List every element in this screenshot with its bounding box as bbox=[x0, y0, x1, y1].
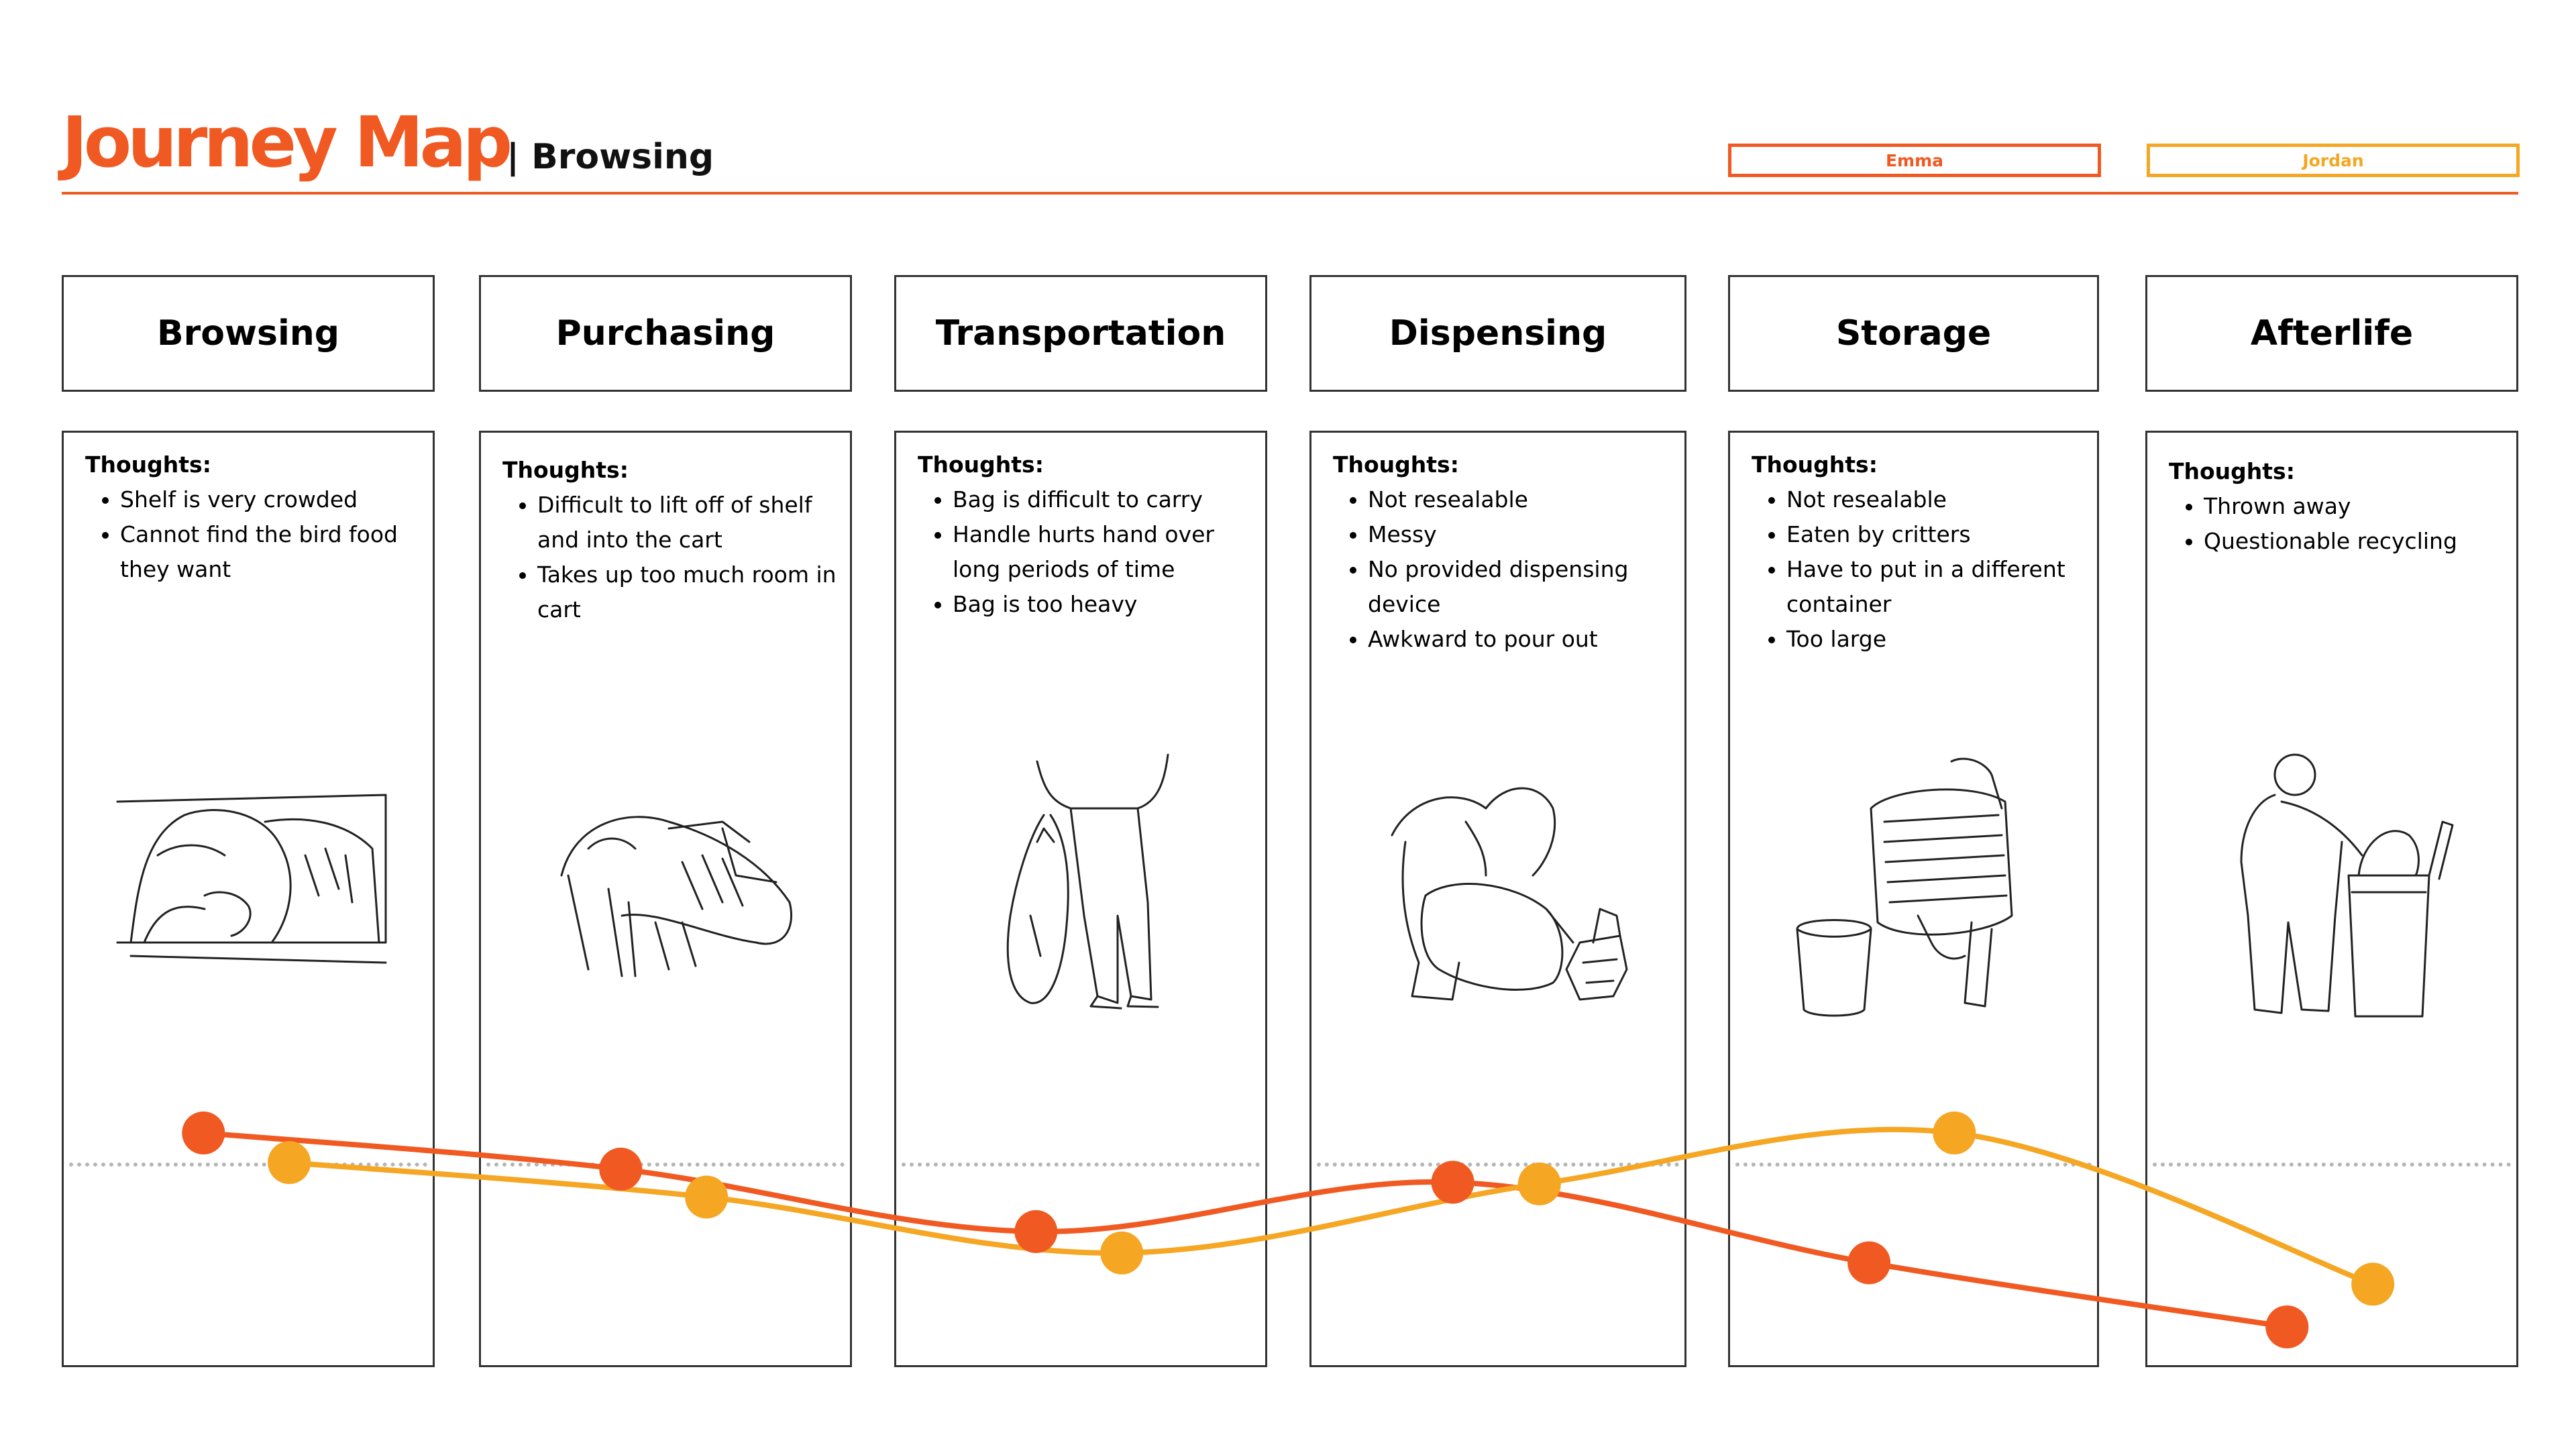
stage-header-afterlife: Afterlife bbox=[2145, 275, 2518, 392]
thoughts-title: Thoughts: bbox=[1333, 451, 1459, 478]
legend-emma-label: Emma bbox=[1885, 150, 1944, 170]
thought-item: Awkward to pour out bbox=[1368, 622, 1671, 657]
thoughts-block: Thoughts: Shelf is very crowded Cannot f… bbox=[85, 447, 419, 587]
neutral-line bbox=[486, 1163, 845, 1167]
legend-jordan-label: Jordan bbox=[2302, 150, 2364, 170]
stage-panel-transportation: Thoughts: Bag is difficult to carry Hand… bbox=[894, 431, 1267, 1367]
stage-panel-dispensing: Thoughts: Not resealable Messy No provid… bbox=[1309, 431, 1686, 1367]
thought-item: Messy bbox=[1368, 517, 1671, 552]
neutral-line bbox=[902, 1163, 1260, 1167]
thought-item: No provided dispensing device bbox=[1368, 552, 1671, 622]
shelf-bird-food-icon bbox=[104, 741, 399, 1023]
stage-panel-browsing: Thoughts: Shelf is very crowded Cannot f… bbox=[62, 431, 435, 1367]
thoughts-title: Thoughts: bbox=[1752, 451, 1878, 478]
thought-item: Too large bbox=[1786, 622, 2084, 657]
thoughts-block: Thoughts: Bag is difficult to carry Hand… bbox=[918, 447, 1252, 622]
thoughts-title: Thoughts: bbox=[918, 451, 1044, 478]
neutral-line bbox=[1317, 1163, 1679, 1167]
legend-jordan: Jordan bbox=[2147, 144, 2520, 177]
thoughts-block: Thoughts: Difficult to lift off of shelf… bbox=[502, 453, 837, 627]
stage-panel-afterlife: Thoughts: Thrown away Questionable recyc… bbox=[2145, 431, 2518, 1367]
thought-item: Bag is difficult to carry bbox=[953, 482, 1252, 517]
stage-title: Browsing bbox=[156, 313, 340, 354]
carrying-bag-icon bbox=[936, 741, 1232, 1023]
trash-can-icon bbox=[2188, 741, 2483, 1023]
journey-map-logo: Journey Map bbox=[62, 101, 513, 183]
thought-item: Not resealable bbox=[1786, 482, 2084, 517]
thoughts-title: Thoughts: bbox=[85, 451, 211, 478]
thoughts-block: Thoughts: Not resealable Eaten by critte… bbox=[1752, 447, 2084, 657]
stage-header-browsing: Browsing bbox=[62, 275, 435, 392]
thoughts-block: Thoughts: Not resealable Messy No provid… bbox=[1333, 447, 1671, 657]
pouring-feeder-icon bbox=[1352, 741, 1647, 1023]
stage-header-storage: Storage bbox=[1728, 275, 2099, 392]
thoughts-block: Thoughts: Thrown away Questionable recyc… bbox=[2169, 454, 2503, 559]
bucket-storage-icon bbox=[1770, 741, 2065, 1023]
stage-title: Dispensing bbox=[1389, 313, 1607, 354]
thought-item: Eaten by critters bbox=[1786, 517, 2084, 552]
thoughts-title: Thoughts: bbox=[502, 457, 629, 483]
thought-item: Questionable recycling bbox=[2204, 524, 2503, 559]
thought-item: Difficult to lift off of shelf and into … bbox=[537, 488, 837, 557]
stage-header-transportation: Transportation bbox=[894, 275, 1267, 392]
thought-item: Not resealable bbox=[1368, 482, 1671, 517]
thoughts-list: Difficult to lift off of shelf and into … bbox=[502, 488, 837, 627]
thought-item: Thrown away bbox=[2204, 489, 2503, 524]
stage-panel-purchasing: Thoughts: Difficult to lift off of shelf… bbox=[479, 431, 852, 1367]
neutral-line bbox=[69, 1163, 427, 1167]
page-subtitle: | Browsing bbox=[506, 137, 714, 177]
thought-item: Takes up too much room in cart bbox=[537, 557, 837, 627]
stage-title: Transportation bbox=[935, 313, 1226, 354]
stage-header-purchasing: Purchasing bbox=[479, 275, 852, 392]
stage-title: Afterlife bbox=[2250, 313, 2414, 354]
thought-item: Shelf is very crowded bbox=[120, 482, 419, 517]
stage-title: Purchasing bbox=[555, 313, 775, 354]
thought-item: Bag is too heavy bbox=[953, 587, 1252, 622]
neutral-line bbox=[2153, 1163, 2511, 1167]
thoughts-title: Thoughts: bbox=[2169, 458, 2295, 484]
stage-header-dispensing: Dispensing bbox=[1309, 275, 1686, 392]
thought-item: Handle hurts hand over long periods of t… bbox=[953, 517, 1252, 587]
thoughts-list: Not resealable Eaten by critters Have to… bbox=[1752, 482, 2084, 657]
thoughts-list: Bag is difficult to carry Handle hurts h… bbox=[918, 482, 1252, 622]
stage-panel-storage: Thoughts: Not resealable Eaten by critte… bbox=[1728, 431, 2099, 1367]
legend-emma: Emma bbox=[1728, 144, 2101, 177]
thought-item: Have to put in a different container bbox=[1786, 552, 2084, 622]
cart-bird-food-icon bbox=[521, 741, 816, 1023]
thoughts-list: Not resealable Messy No provided dispens… bbox=[1333, 482, 1671, 657]
header-divider bbox=[62, 192, 2518, 195]
thoughts-list: Thrown away Questionable recycling bbox=[2169, 489, 2503, 559]
thought-item: Cannot find the bird food they want bbox=[120, 517, 419, 587]
thoughts-list: Shelf is very crowded Cannot find the bi… bbox=[85, 482, 419, 587]
neutral-line bbox=[1735, 1163, 2092, 1167]
stage-title: Storage bbox=[1835, 313, 1992, 354]
